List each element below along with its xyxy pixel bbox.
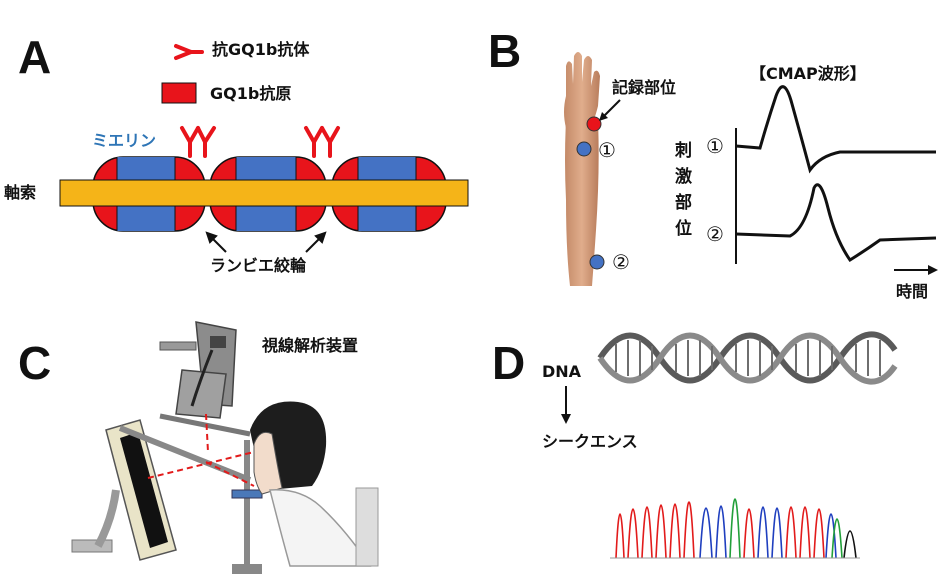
antibody-icon (174, 44, 204, 60)
arrow (205, 231, 327, 253)
panel-c-letter: C (18, 337, 52, 389)
arm-illustration (564, 52, 938, 286)
panel-c: C 視線解析装置 (0, 310, 470, 577)
antibody-icon (304, 126, 340, 158)
axon-bar (59, 179, 469, 207)
stim-electrode-2 (589, 254, 605, 270)
panel-d-letter: D (492, 337, 526, 389)
sequencing-chromatogram (610, 498, 860, 559)
gaze-line (147, 413, 263, 487)
myelin-label: ミエリン (92, 131, 157, 150)
antibody-icon (180, 126, 216, 158)
eye-tracker-illustration (71, 321, 379, 574)
antigen-legend-label: GQ1b抗原 (210, 84, 292, 103)
camera-unit (159, 321, 237, 419)
site-1-label: ① (598, 138, 616, 162)
panel-a-letter: A (18, 31, 52, 83)
antigen-legend-box (161, 82, 197, 104)
stim-char: 部 (675, 193, 692, 213)
stim-electrode-1 (576, 141, 592, 157)
dna-label: DNA (542, 362, 582, 381)
antibody-legend-label: 抗GQ1b抗体 (212, 40, 310, 59)
dna-helix-icon (597, 331, 898, 385)
subject-illustration (250, 401, 379, 567)
cmap-title: 【CMAP波形】 (750, 64, 866, 83)
stim-char: 刺 (675, 141, 692, 161)
stim-char: 激 (675, 167, 692, 187)
time-axis-label: 時間 (896, 282, 929, 301)
sequence-label: シークエンス (542, 432, 638, 451)
panel-a: A (0, 0, 470, 300)
site-2-label: ② (612, 250, 630, 274)
panel-d: D DNA シークエンス (470, 310, 944, 577)
panel-b-letter: B (488, 25, 522, 77)
recording-site-label: 記録部位 (612, 78, 677, 97)
trace-1-label: ① (706, 134, 724, 158)
nerve-fiber-diagram (59, 44, 469, 253)
recording-electrode (586, 116, 602, 132)
trace-2-label: ② (706, 222, 724, 246)
axon-label: 軸索 (4, 183, 37, 202)
cmap-waveform (735, 85, 938, 275)
panel-b: B 記録部位 ① ② 【CMAP波形】 (470, 0, 944, 310)
dna-diagram (561, 331, 898, 559)
stim-site-label: 刺 激 部 位 (675, 138, 697, 242)
node-of-ranvier-label: ランビエ絞輪 (210, 256, 307, 275)
eye-tracker-label: 視線解析装置 (262, 336, 359, 355)
stim-char: 位 (675, 219, 692, 239)
monitor-illustration (71, 419, 177, 561)
